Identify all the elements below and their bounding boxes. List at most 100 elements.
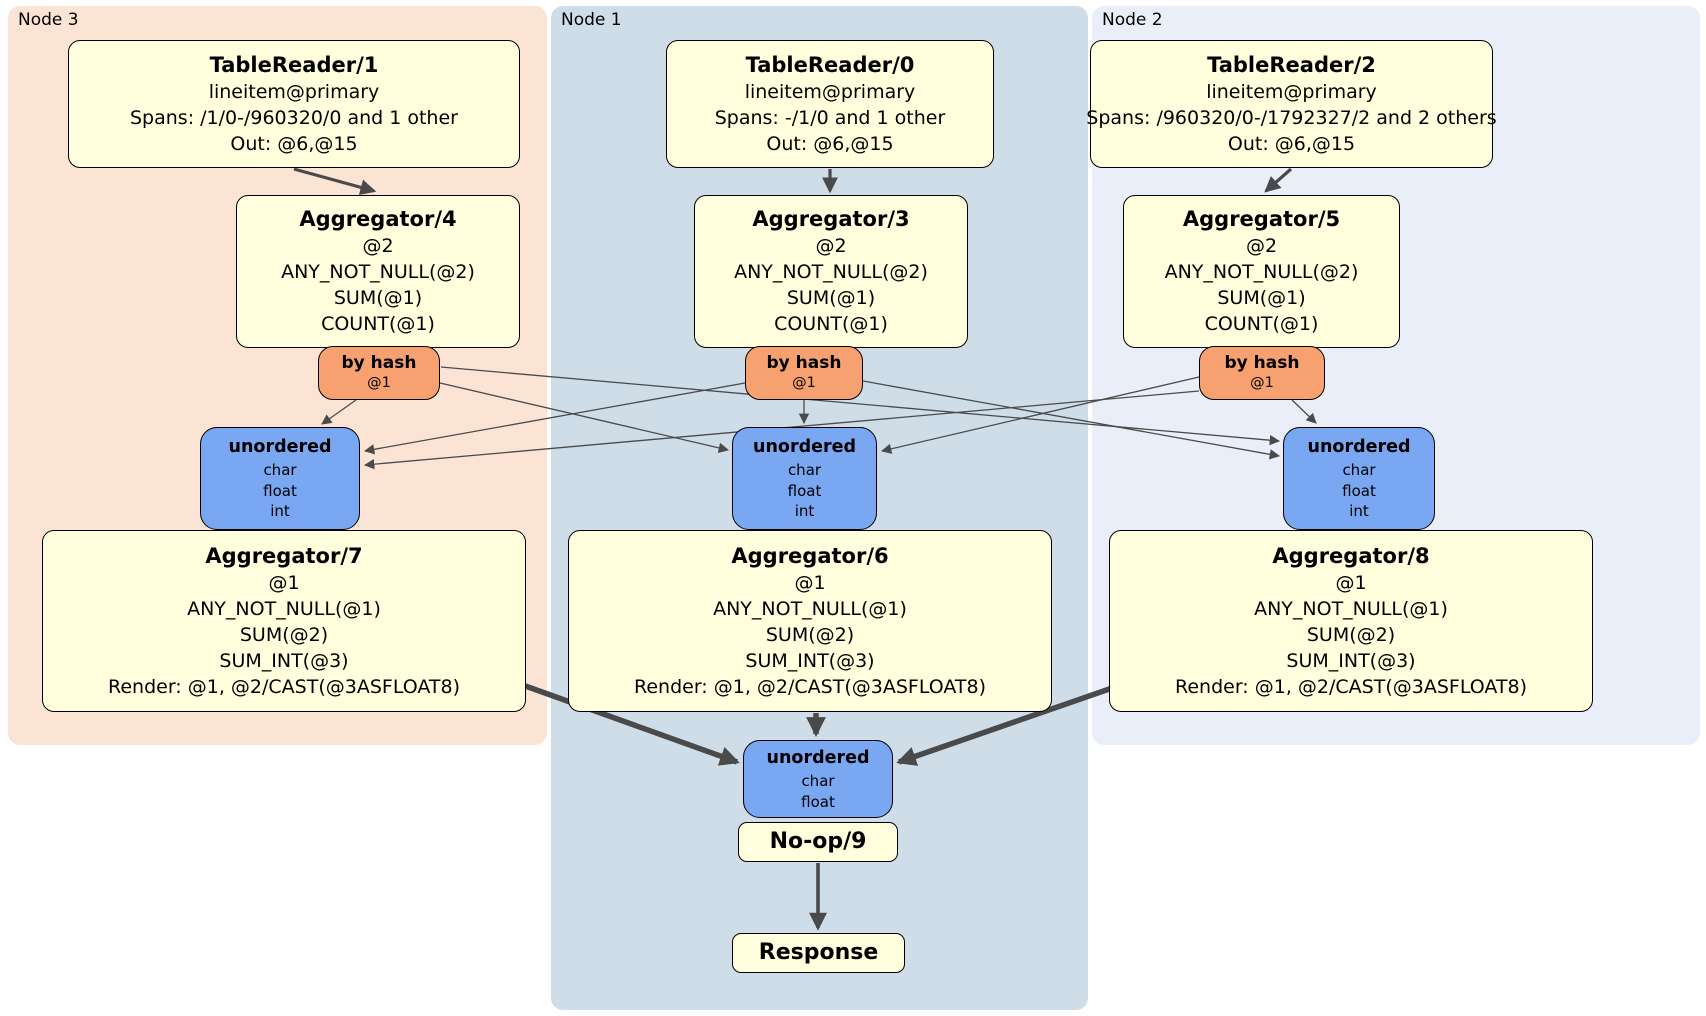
processor-title: Aggregator/4 xyxy=(299,207,457,231)
agg-fn: ANY_NOT_NULL(@1) xyxy=(187,597,381,620)
node3-label: Node 3 xyxy=(18,10,79,30)
edge-tr1-agg4 xyxy=(293,167,377,196)
router-title: by hash xyxy=(341,353,417,373)
node1-label: Node 1 xyxy=(561,10,622,30)
sync-unordered-node2: unordered char float int xyxy=(1283,427,1435,530)
agg-fn: SUM_INT(@3) xyxy=(745,649,875,672)
agg-fn: SUM(@2) xyxy=(1306,623,1396,646)
agg-fn: ANY_NOT_NULL(@2) xyxy=(281,261,475,283)
group-cols: @2 xyxy=(815,235,847,257)
edge-tr2-agg5 xyxy=(1264,167,1293,193)
agg-fn: COUNT(@1) xyxy=(1204,313,1319,335)
processor-title: Aggregator/7 xyxy=(205,543,363,568)
processor-spans: Spans: -/1/0 and 1 other xyxy=(714,106,946,129)
edge-hash2-sync1 xyxy=(880,376,1200,454)
group-cols: @2 xyxy=(1245,235,1278,257)
sync-col-type: int xyxy=(1349,502,1369,521)
edge-agg8-syncfinal xyxy=(896,683,1119,766)
processor-title: TableReader/2 xyxy=(1207,52,1376,77)
processor-tablereader-2: TableReader/2 lineitem@primary Spans: /9… xyxy=(1086,40,1497,168)
processor-out: Out: @6,@15 xyxy=(230,132,358,155)
processor-response: Response xyxy=(732,933,905,973)
processor-index: lineitem@primary xyxy=(744,80,916,103)
agg-fn: COUNT(@1) xyxy=(774,313,888,335)
router-cols: @1 xyxy=(367,375,391,391)
agg-fn: SUM(@1) xyxy=(786,287,876,309)
router-title: by hash xyxy=(766,353,842,373)
node2-label: Node 2 xyxy=(1102,10,1163,30)
group-cols: @1 xyxy=(794,571,826,594)
group-cols: @1 xyxy=(1335,571,1367,594)
sync-col-type: int xyxy=(794,502,815,521)
agg-fn: ANY_NOT_NULL(@1) xyxy=(1254,597,1448,620)
sync-col-type: char xyxy=(263,461,297,480)
router-cols: @1 xyxy=(792,375,816,391)
processor-aggregator-5: Aggregator/5 @2 ANY_NOT_NULL(@2) SUM(@1)… xyxy=(1123,195,1400,348)
processor-title: Aggregator/3 xyxy=(752,207,910,231)
processor-title: No-op/9 xyxy=(769,829,867,854)
edge-hash3-sync3 xyxy=(321,399,357,425)
agg-fn: ANY_NOT_NULL(@2) xyxy=(734,261,928,283)
sync-unordered-node3: unordered char float int xyxy=(200,427,360,530)
agg-fn: SUM(@1) xyxy=(333,287,423,309)
agg-fn: SUM(@1) xyxy=(1217,287,1306,309)
edge-hash1-sync2 xyxy=(862,380,1281,460)
edge-hash1-sync3 xyxy=(363,382,746,455)
group-cols: @2 xyxy=(362,235,394,257)
edge-hash3-sync2 xyxy=(440,366,1281,446)
edge-agg7-syncfinal xyxy=(516,680,740,766)
processor-spans: Spans: /1/0-/960320/0 and 1 other xyxy=(130,106,458,129)
render-expr: Render: @1, @2/CAST(@3ASFLOAT8) xyxy=(634,675,986,698)
sync-col-type: char xyxy=(787,461,822,480)
router-by-hash-node1: by hash @1 xyxy=(745,346,863,400)
edge-hash2-sync2 xyxy=(1291,399,1317,424)
agg-fn: SUM_INT(@3) xyxy=(1286,649,1416,672)
processor-aggregator-4: Aggregator/4 @2 ANY_NOT_NULL(@2) SUM(@1)… xyxy=(236,195,520,348)
agg-fn: ANY_NOT_NULL(@2) xyxy=(1164,261,1359,283)
agg-fn: SUM(@2) xyxy=(239,623,329,646)
agg-fn: ANY_NOT_NULL(@1) xyxy=(713,597,907,620)
sync-title: unordered xyxy=(753,437,856,458)
processor-title: Response xyxy=(758,940,879,965)
processor-tablereader-0: TableReader/0 lineitem@primary Spans: -/… xyxy=(666,40,994,168)
sync-unordered-final: unordered char float xyxy=(743,740,893,818)
processor-aggregator-6: Aggregator/6 @1 ANY_NOT_NULL(@1) SUM(@2)… xyxy=(568,530,1052,712)
processor-index: lineitem@primary xyxy=(208,80,380,103)
render-expr: Render: @1, @2/CAST(@3ASFLOAT8) xyxy=(1175,675,1527,698)
processor-title: Aggregator/8 xyxy=(1272,543,1430,568)
processor-aggregator-8: Aggregator/8 @1 ANY_NOT_NULL(@1) SUM(@2)… xyxy=(1109,530,1593,712)
router-title: by hash xyxy=(1224,353,1300,373)
sync-col-type: float xyxy=(1342,481,1376,500)
processor-spans: Spans: /960320/0-/1792327/2 and 2 others xyxy=(1086,106,1497,129)
agg-fn: SUM(@2) xyxy=(765,623,855,646)
processor-out: Out: @6,@15 xyxy=(1227,132,1356,155)
sync-col-type: char xyxy=(1342,461,1376,480)
processor-noop-9: No-op/9 xyxy=(738,822,898,862)
sync-unordered-node1: unordered char float int xyxy=(732,427,877,530)
sync-col-type: float xyxy=(787,481,822,500)
sync-col-type: char xyxy=(801,772,835,790)
router-by-hash-node2: by hash @1 xyxy=(1199,346,1325,400)
processor-title: TableReader/1 xyxy=(209,52,379,77)
processor-out: Out: @6,@15 xyxy=(766,132,894,155)
processor-title: Aggregator/6 xyxy=(731,543,889,568)
processor-aggregator-3: Aggregator/3 @2 ANY_NOT_NULL(@2) SUM(@1)… xyxy=(694,195,968,348)
processor-title: Aggregator/5 xyxy=(1182,207,1341,231)
router-cols: @1 xyxy=(1250,375,1274,391)
render-expr: Render: @1, @2/CAST(@3ASFLOAT8) xyxy=(108,675,460,698)
processor-tablereader-1: TableReader/1 lineitem@primary Spans: /1… xyxy=(68,40,520,168)
sync-title: unordered xyxy=(766,748,870,768)
sync-title: unordered xyxy=(228,437,332,458)
sync-title: unordered xyxy=(1307,437,1411,458)
router-by-hash-node3: by hash @1 xyxy=(318,346,440,400)
edge-hash3-sync1 xyxy=(439,382,730,453)
sync-col-type: int xyxy=(270,502,290,521)
sync-col-type: float xyxy=(801,792,835,811)
sync-col-type: float xyxy=(263,481,297,500)
agg-fn: SUM_INT(@3) xyxy=(219,649,349,672)
processor-aggregator-7: Aggregator/7 @1 ANY_NOT_NULL(@1) SUM(@2)… xyxy=(42,530,526,712)
processor-index: lineitem@primary xyxy=(1206,80,1377,103)
processor-title: TableReader/0 xyxy=(745,52,915,77)
